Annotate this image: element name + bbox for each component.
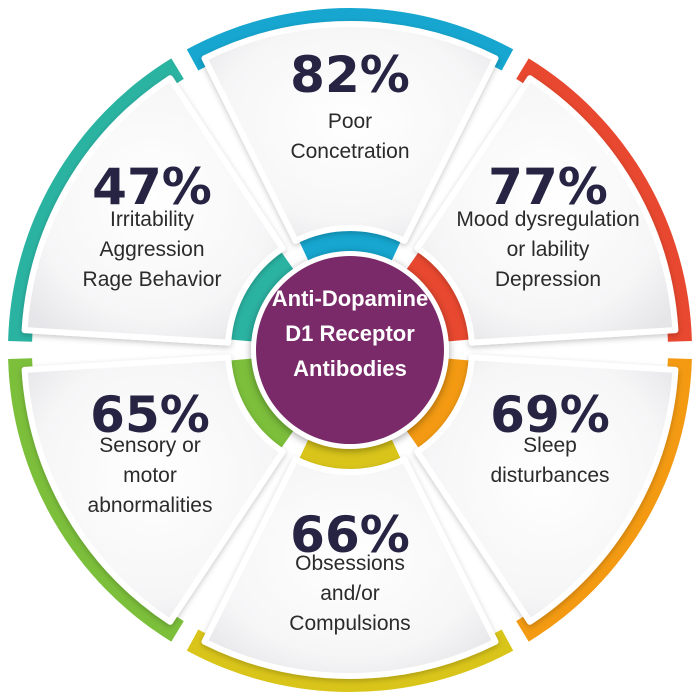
center-hub: Anti-Dopamine D1 Receptor Antibodies — [251, 251, 449, 449]
irritability-card — [21, 75, 286, 346]
sleep-inner-arc — [405, 358, 472, 450]
concentration-outer-arc — [186, 7, 514, 71]
center-line-1: Anti-Dopamine — [272, 286, 428, 311]
mood-label-line-3: Depression — [495, 268, 601, 291]
mood-inner-arc — [405, 250, 472, 342]
center-line-2: D1 Receptor — [285, 321, 415, 346]
irritability-label-line-3: Rage Behavior — [83, 268, 222, 291]
mood-label-line-2: or lability — [507, 238, 590, 261]
obsessions-inner-arc — [298, 437, 402, 473]
obsessions-label-line-3: Compulsions — [289, 612, 410, 635]
obsessions-outer-arc — [186, 629, 514, 693]
sensory-label-line-2: motor — [123, 464, 177, 487]
sensory-percentage: 65% — [90, 386, 210, 444]
concentration-label-line-1: Poor — [328, 110, 372, 133]
sleep-label-line-2: disturbances — [490, 464, 609, 487]
mood-card — [414, 75, 679, 346]
obsessions-label-line-1: Obsessions — [295, 552, 405, 575]
mood-label-line-1: Mood dysregulation — [456, 208, 639, 231]
concentration-percentage: 82% — [290, 46, 410, 104]
center-line-3: Antibodies — [293, 356, 407, 381]
concentration-label-line-2: Concetration — [290, 140, 409, 163]
concentration-card — [201, 21, 499, 244]
sleep-card — [414, 354, 679, 625]
irritability-label-line-2: Aggression — [99, 238, 204, 261]
sleep-label-line-1: Sleep — [523, 434, 577, 457]
irritability-percentage: 47% — [92, 158, 212, 216]
sensory-inner-arc — [228, 358, 295, 450]
concentration-inner-arc — [298, 227, 402, 263]
sensory-label-line-1: Sensory or — [99, 434, 201, 457]
obsessions-card — [201, 456, 499, 679]
sensory-card — [21, 354, 286, 625]
sleep-percentage: 69% — [490, 386, 610, 444]
obsessions-percentage: 66% — [290, 506, 410, 564]
sensory-label-line-3: abnormalities — [88, 494, 213, 517]
center-disc — [256, 256, 444, 444]
obsessions-label-line-2: and/or — [320, 582, 380, 605]
irritability-inner-arc — [228, 250, 295, 342]
mood-percentage: 77% — [488, 158, 608, 216]
irritability-label-line-1: Irritability — [110, 208, 195, 231]
